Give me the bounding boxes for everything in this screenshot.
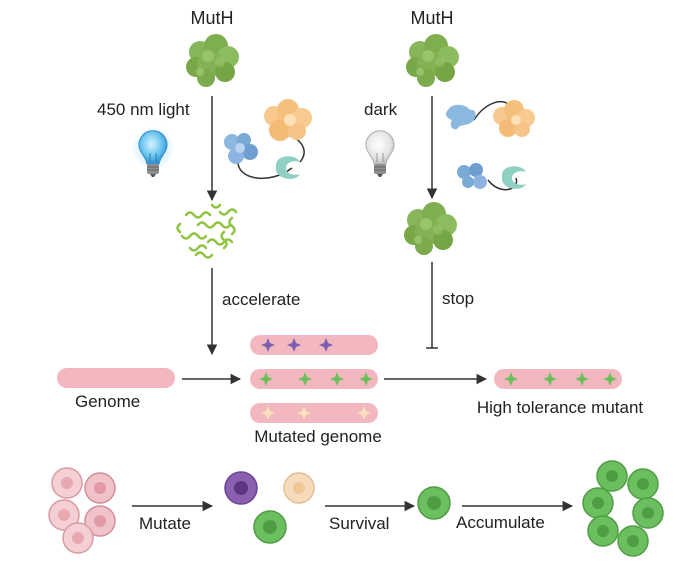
mutated-cells-icon	[224, 471, 315, 544]
muth-protein-icon	[406, 34, 459, 87]
mutated-genome-label: Mutated genome	[254, 427, 382, 446]
light-condition-label: 450 nm light	[97, 100, 190, 119]
dna-fragments-icon	[176, 203, 238, 259]
genome-strand	[57, 368, 175, 388]
light-bulb-off-icon	[365, 130, 395, 178]
dark-condition-label: dark	[364, 100, 398, 119]
genome-label: Genome	[75, 392, 141, 411]
mutated-genome-strands	[250, 335, 378, 423]
high-tolerance-mutant-label: High tolerance mutant	[476, 398, 644, 417]
light-bulb-on-icon	[131, 126, 175, 178]
accumulated-cells-icon	[582, 460, 664, 557]
high-tolerance-strand	[494, 369, 622, 389]
muth-protein-stopped-icon	[404, 202, 457, 255]
mutated-strand-1	[250, 335, 378, 355]
stop-label: stop	[442, 289, 475, 308]
muth-label-right: MutH	[410, 8, 454, 28]
initial-cell-cluster-icon	[48, 467, 116, 554]
accelerate-label: accelerate	[222, 290, 301, 309]
survival-label: Survival	[329, 514, 390, 533]
muth-protein-icon	[186, 34, 239, 87]
mutated-strand-2	[250, 369, 378, 389]
mutate-label: Mutate	[139, 514, 191, 533]
split-protein-assembled-icon	[224, 99, 312, 180]
muth-label-left: MutH	[190, 8, 234, 28]
split-protein-separated-icon	[445, 100, 535, 191]
surviving-cell-icon	[417, 486, 451, 520]
mutated-strand-3	[250, 403, 378, 423]
accumulate-label: Accumulate	[456, 513, 545, 532]
